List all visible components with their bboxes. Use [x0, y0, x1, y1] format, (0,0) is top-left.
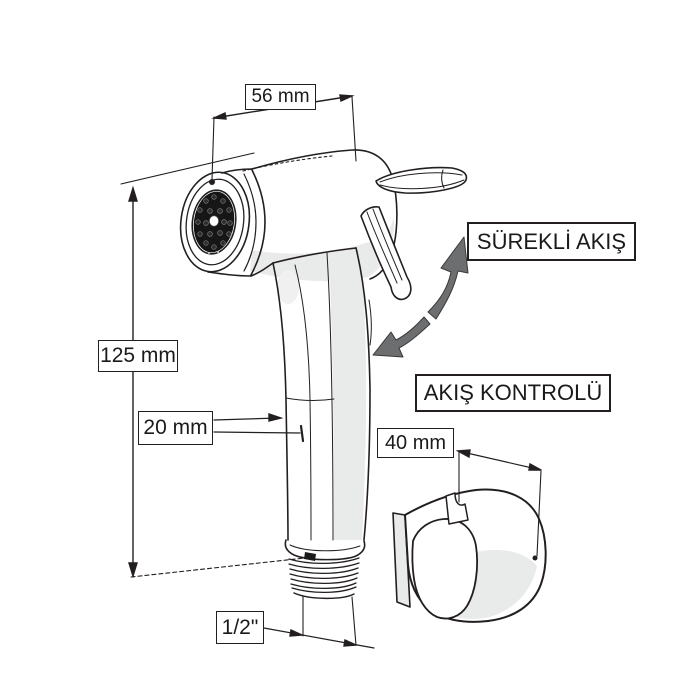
dim-label-handle-width: 20 mm [138, 411, 213, 445]
thread-fitting [284, 539, 366, 646]
dim-label-thread-size: 1/2" [216, 611, 264, 644]
trigger-lever [360, 166, 468, 346]
holder-hook-slot [445, 492, 469, 525]
spray-holes-icon [195, 194, 233, 254]
dim-label-body-height: 125 mm [98, 340, 178, 372]
alignment-notch [304, 552, 316, 561]
callout-flow-control: AKIŞ KONTROLÜ [415, 374, 611, 412]
inlet-right-extension [351, 596, 357, 646]
dim-label-holder-width: 40 mm [377, 428, 454, 458]
nozzle-face [179, 171, 251, 273]
dim-label-head-width: 56 mm [245, 84, 316, 110]
dim-20mm [213, 413, 305, 443]
callout-continuous-flow: SÜREKLİ AKIŞ [467, 222, 636, 261]
dim-125mm [120, 152, 306, 579]
handle [272, 247, 371, 541]
rotation-arrows-icon [372, 236, 469, 358]
wall-holder [392, 488, 547, 623]
dim-half-inch [263, 627, 375, 649]
dim-40mm [455, 449, 542, 561]
flow-control-screw [299, 424, 305, 443]
